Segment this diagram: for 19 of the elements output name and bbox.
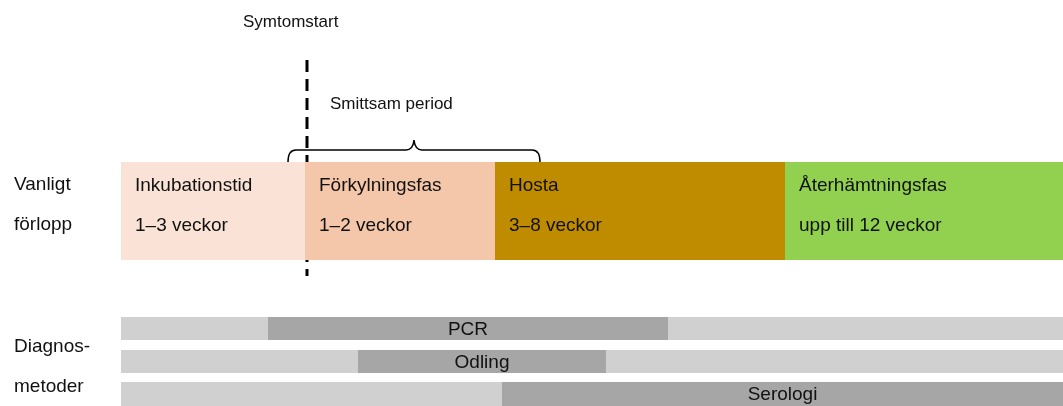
phase-name: Återhämtningsfas [799, 174, 947, 196]
phase-duration: 1–2 veckor [319, 214, 412, 236]
row-label: Diagnos- metoder [14, 334, 92, 398]
phase-duration: 3–8 veckor [509, 214, 602, 236]
row-label: Vanligt förlopp [14, 172, 74, 236]
phase-block [495, 162, 785, 260]
phase-name: Hosta [509, 174, 559, 196]
method-bar: Serologi [502, 382, 1063, 406]
phase-duration: upp till 12 veckor [799, 214, 942, 236]
phase-block [785, 162, 1063, 260]
phase-name: Inkubationstid [135, 174, 253, 196]
phase-block [305, 162, 495, 260]
phase-block [121, 162, 305, 260]
phase-name: Förkylningsfas [319, 174, 442, 196]
period-label: Smittsam period [330, 93, 454, 115]
phase-duration: 1–3 veckor [135, 214, 228, 236]
method-bar: Odling [358, 350, 606, 373]
method-bar: PCR [268, 317, 668, 340]
marker-label: Symtomstart [243, 11, 340, 33]
